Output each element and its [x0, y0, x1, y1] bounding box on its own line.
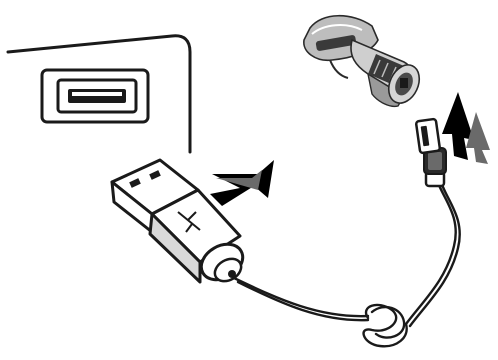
- usb-port-icon: [42, 70, 148, 122]
- arrow-scanner-icon: [442, 92, 490, 164]
- arrow-usb-icon: [210, 160, 274, 206]
- coiled-cable-icon: [234, 176, 460, 346]
- rj-plug-icon: [416, 119, 446, 186]
- barcode-scanner-icon: [304, 16, 425, 108]
